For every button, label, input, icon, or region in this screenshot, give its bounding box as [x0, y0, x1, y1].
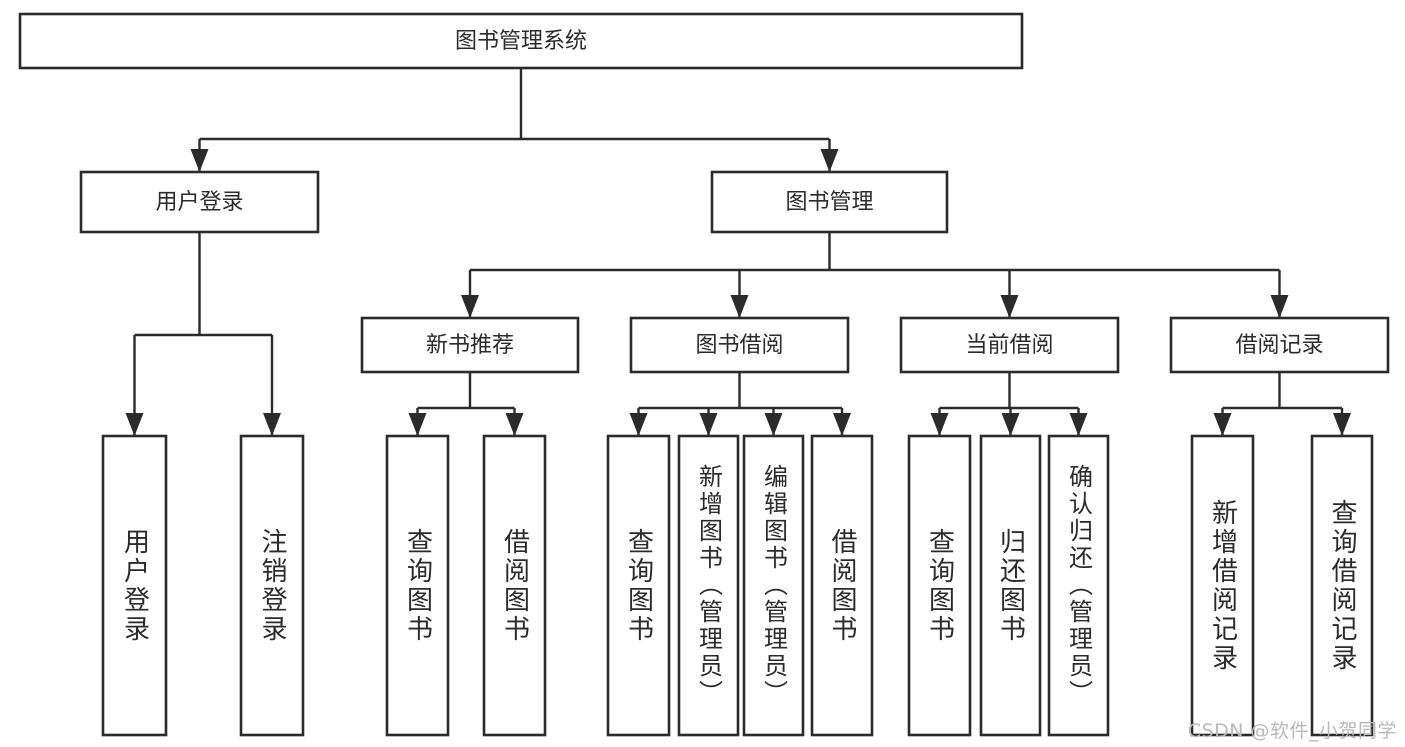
- node-leaf-confirm-return-admin-rect[interactable]: [1047, 434, 1110, 737]
- node-leaf-borrow-book-recommend[interactable]: [482, 434, 547, 737]
- node-new-book-recommend-label: 新书推荐: [426, 333, 514, 358]
- node-leaf-edit-book-admin[interactable]: [742, 434, 805, 737]
- node-book-management-label: 图书管理: [785, 190, 873, 215]
- arrow-down-icon-leaf-edit-book-admin: [764, 413, 783, 436]
- node-leaf-query-borrow-record[interactable]: [1310, 434, 1374, 737]
- node-leaf-user-login-rect[interactable]: [101, 434, 168, 737]
- arrow-down-icon-leaf-user-logout: [263, 413, 281, 436]
- node-leaf-edit-book-admin-rect[interactable]: [742, 434, 805, 737]
- node-user-login[interactable]: 用户登录: [79, 170, 320, 234]
- node-leaf-user-login[interactable]: [101, 434, 168, 737]
- arrow-down-icon-level2-0: [461, 295, 479, 318]
- arrow-down-icon-leaf-user-login: [125, 413, 144, 436]
- node-borrow-record[interactable]: 借阅记录: [1169, 316, 1390, 374]
- arrow-down-icon-level1-0: [190, 149, 209, 172]
- node-leaf-query-book-recommend-rect[interactable]: [385, 434, 450, 737]
- arrow-down-icon-leaf-confirm-return-admin: [1069, 413, 1088, 436]
- node-book-borrow[interactable]: 图书借阅: [629, 316, 850, 374]
- node-borrow-record-rect[interactable]: [1169, 316, 1390, 374]
- node-borrow-record-label: 借阅记录: [1235, 333, 1323, 358]
- node-leaf-query-borrow-record-rect[interactable]: [1310, 434, 1374, 737]
- node-book-management[interactable]: 图书管理: [710, 170, 949, 234]
- node-leaf-add-book-admin-rect[interactable]: [677, 434, 740, 737]
- arrow-down-icon-leaf-add-book-admin: [699, 413, 718, 436]
- node-new-book-recommend[interactable]: 新书推荐: [360, 316, 580, 374]
- arrow-down-icon-level2-1: [730, 295, 749, 318]
- node-leaf-borrow-book[interactable]: [810, 434, 874, 737]
- watermark-text: CSDN @软件_小贺同学: [1187, 720, 1397, 742]
- node-book-borrow-rect[interactable]: [629, 316, 850, 374]
- node-root-label: 图书管理系统: [455, 29, 587, 54]
- node-current-borrow[interactable]: 当前借阅: [899, 316, 1120, 374]
- arrow-down-icon-leaf-add-borrow-record: [1213, 413, 1232, 436]
- node-leaf-add-book-admin[interactable]: [677, 434, 740, 737]
- arrow-down-icon-leaf-borrow-book-recommend: [505, 413, 524, 436]
- node-root[interactable]: 图书管理系统: [18, 12, 1024, 70]
- node-leaf-user-logout-rect[interactable]: [239, 434, 305, 737]
- node-leaf-query-book-borrow-rect[interactable]: [606, 434, 671, 737]
- node-book-borrow-label: 图书借阅: [695, 333, 783, 358]
- node-new-book-recommend-rect[interactable]: [360, 316, 580, 374]
- arrow-down-icon-leaf-query-book-current: [930, 413, 949, 436]
- node-book-management-rect[interactable]: [710, 170, 949, 234]
- node-leaf-query-book-recommend[interactable]: [385, 434, 450, 737]
- arrow-down-icon-level2-2: [1000, 295, 1019, 318]
- node-leaf-confirm-return-admin[interactable]: [1047, 434, 1110, 737]
- node-leaf-query-book-current[interactable]: [907, 434, 972, 737]
- arrow-down-icon-leaf-query-book-recommend: [408, 413, 427, 436]
- node-leaf-add-borrow-record-rect[interactable]: [1190, 434, 1255, 737]
- node-leaf-borrow-book-rect[interactable]: [810, 434, 874, 737]
- node-leaf-query-book-borrow[interactable]: [606, 434, 671, 737]
- connector-layer: [125, 68, 1351, 436]
- arrow-down-icon-level1-1: [820, 149, 839, 172]
- arrow-down-icon-leaf-query-borrow-record: [1333, 413, 1351, 436]
- arrow-down-icon-leaf-return-book: [1001, 413, 1020, 436]
- node-current-borrow-rect[interactable]: [899, 316, 1120, 374]
- node-root-rect[interactable]: [18, 12, 1024, 70]
- node-leaf-add-borrow-record[interactable]: [1190, 434, 1255, 737]
- arrow-down-icon-leaf-borrow-book: [833, 413, 851, 436]
- node-leaf-return-book[interactable]: [979, 434, 1042, 737]
- arrow-down-icon-level2-3: [1270, 295, 1289, 318]
- node-current-borrow-label: 当前借阅: [965, 333, 1053, 358]
- node-user-login-rect[interactable]: [79, 170, 320, 234]
- node-leaf-return-book-rect[interactable]: [979, 434, 1042, 737]
- node-user-login-label: 用户登录: [155, 190, 243, 215]
- arrow-down-icon-leaf-query-book-borrow: [629, 413, 648, 436]
- node-leaf-user-logout[interactable]: [239, 434, 305, 737]
- node-leaf-borrow-book-recommend-rect[interactable]: [482, 434, 547, 737]
- node-leaf-query-book-current-rect[interactable]: [907, 434, 972, 737]
